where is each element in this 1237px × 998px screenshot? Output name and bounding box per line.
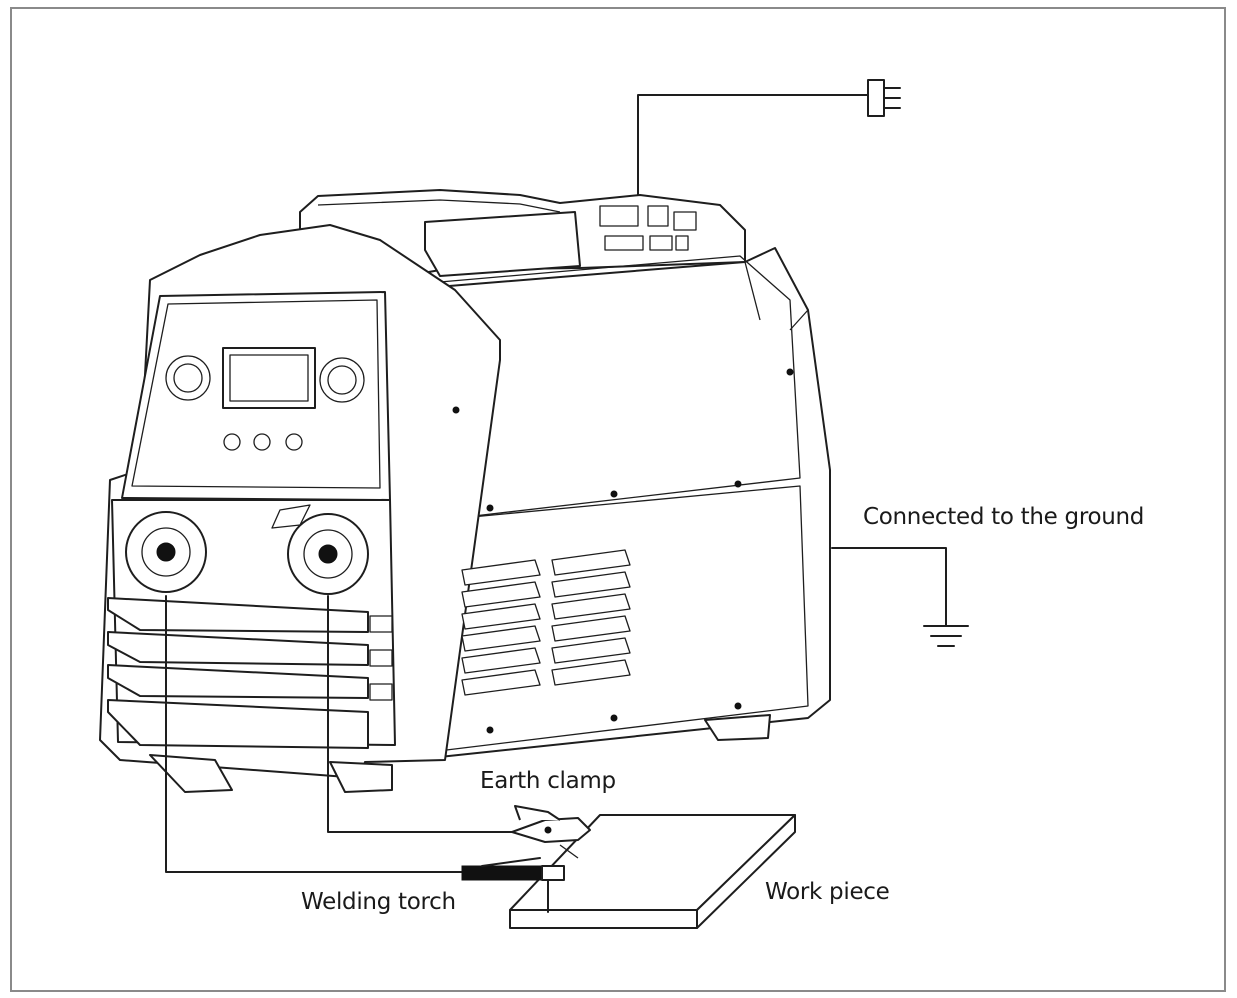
welding-machine-icon [99, 189, 831, 793]
ground-wire [831, 547, 947, 626]
power-cable [637, 94, 869, 197]
work-piece-label: Work piece [765, 879, 890, 905]
power-plug-icon [867, 79, 901, 117]
welding-torch-label: Welding torch [301, 889, 456, 915]
work-piece-icon [509, 814, 796, 929]
earth-clamp-icon [511, 805, 591, 859]
ground-symbol-icon [923, 625, 969, 647]
side-vent-left [461, 559, 541, 696]
earth-cable [327, 595, 516, 833]
side-vent-right [551, 549, 631, 686]
ground-label: Connected to the ground [863, 504, 1145, 530]
torch-cable [165, 595, 463, 873]
earth-clamp-label: Earth clamp [480, 768, 616, 794]
welding-torch-icon [461, 857, 565, 913]
